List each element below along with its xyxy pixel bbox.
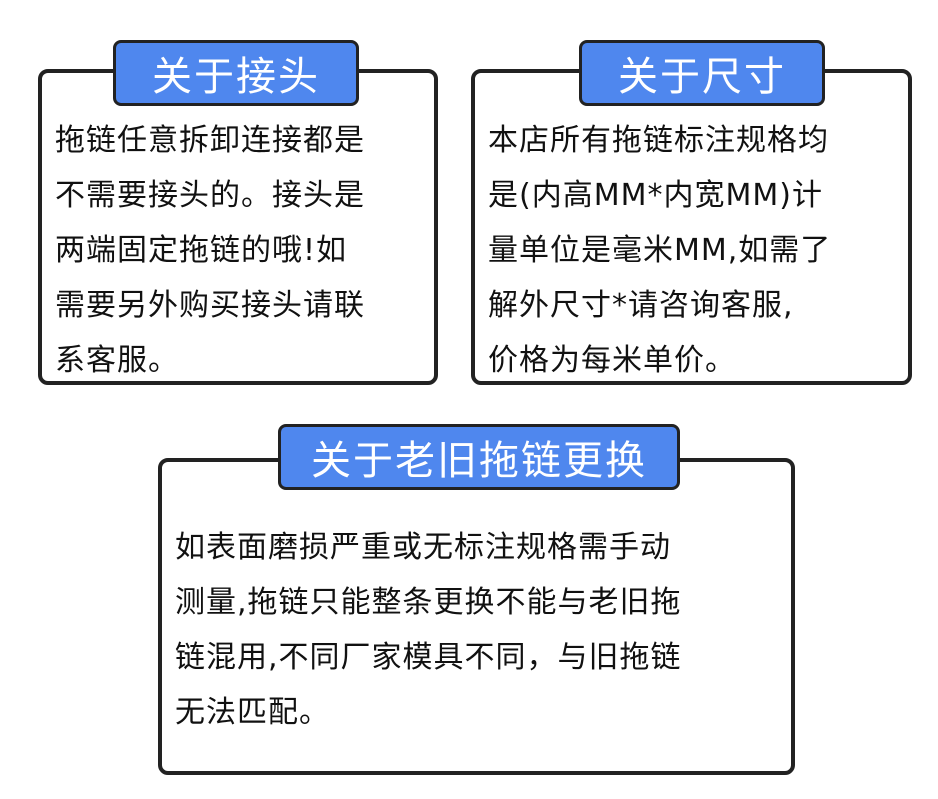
size-info-panel bbox=[471, 69, 912, 385]
size-info-title: 关于尺寸 bbox=[579, 40, 825, 106]
connector-info-title: 关于接头 bbox=[113, 40, 359, 106]
replacement-info-panel bbox=[158, 458, 795, 775]
replacement-info-text: 如表面磨损严重或无标注规格需手动 测量,拖链只能整条更换不能与老旧拖 链混用,不… bbox=[175, 530, 682, 730]
size-info-text: 本店所有拖链标注规格均 是(内高MM*内宽MM)计 量单位是毫米MM,如需了 解… bbox=[488, 123, 832, 378]
replacement-info-title: 关于老旧拖链更换 bbox=[278, 424, 680, 490]
connector-info-text: 拖链任意拆卸连接都是 不需要接头的。接头是 两端固定拖链的哦!如 需要另外购买接… bbox=[55, 123, 365, 378]
